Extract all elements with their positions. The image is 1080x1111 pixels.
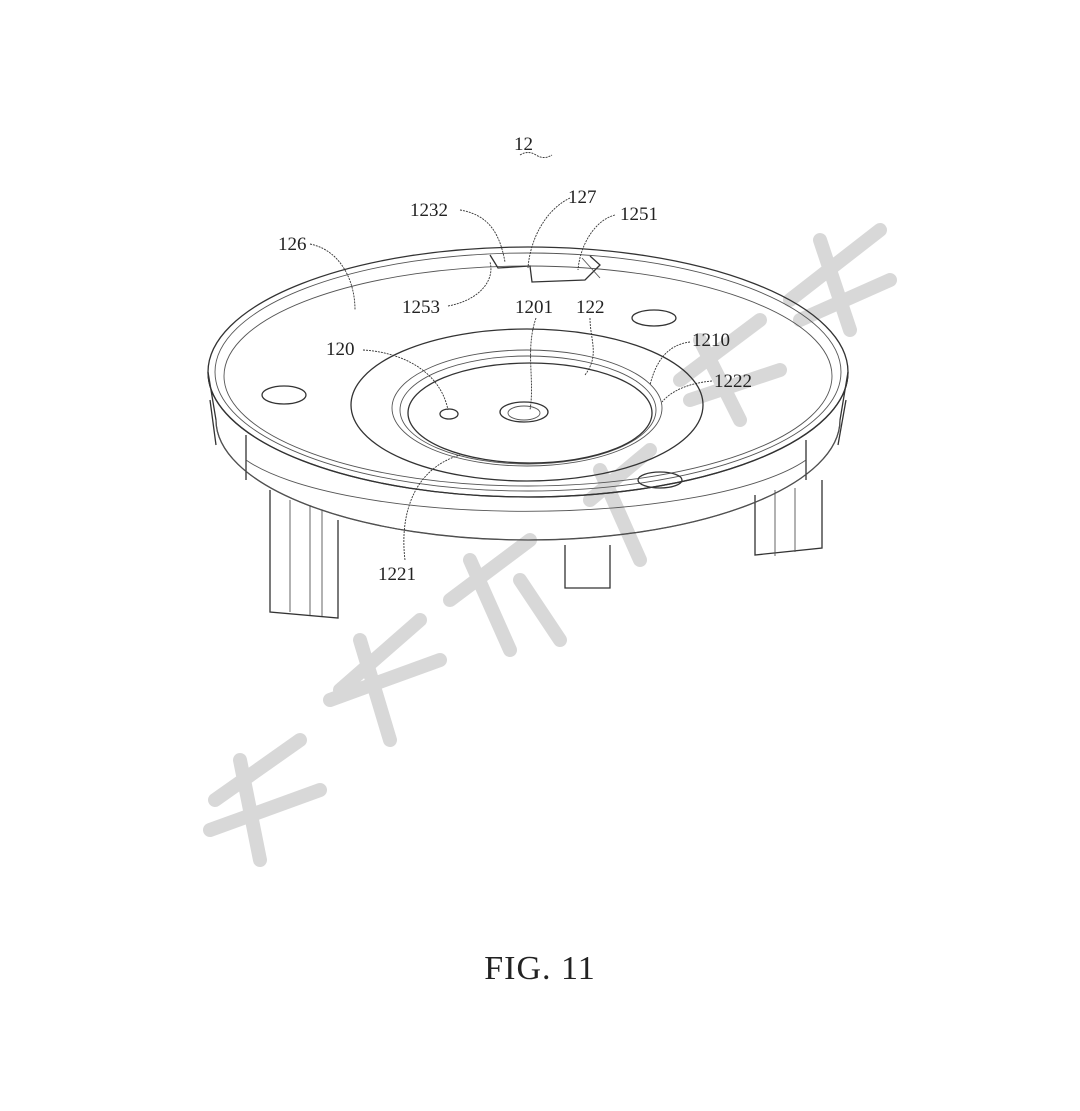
reference-labels: 12 127 1232 1251 126 1253 1201 122 120 1…	[278, 134, 752, 585]
base-plate	[207, 246, 849, 541]
label-1251: 1251	[620, 204, 658, 225]
label-122: 122	[576, 297, 605, 318]
label-1232: 1232	[410, 200, 448, 221]
label-126: 126	[278, 234, 307, 255]
label-12: 12	[514, 134, 533, 155]
label-1210: 1210	[692, 330, 730, 351]
label-1201: 1201	[515, 297, 553, 318]
figure-caption: FIG. 11	[484, 950, 596, 987]
label-1221: 1221	[378, 564, 416, 585]
label-120: 120	[326, 339, 355, 360]
leader-lines	[309, 152, 713, 561]
label-127: 127	[568, 187, 597, 208]
label-1253: 1253	[402, 297, 440, 318]
label-1222: 1222	[714, 371, 752, 392]
watermark	[203, 223, 897, 867]
support-legs	[209, 399, 847, 619]
